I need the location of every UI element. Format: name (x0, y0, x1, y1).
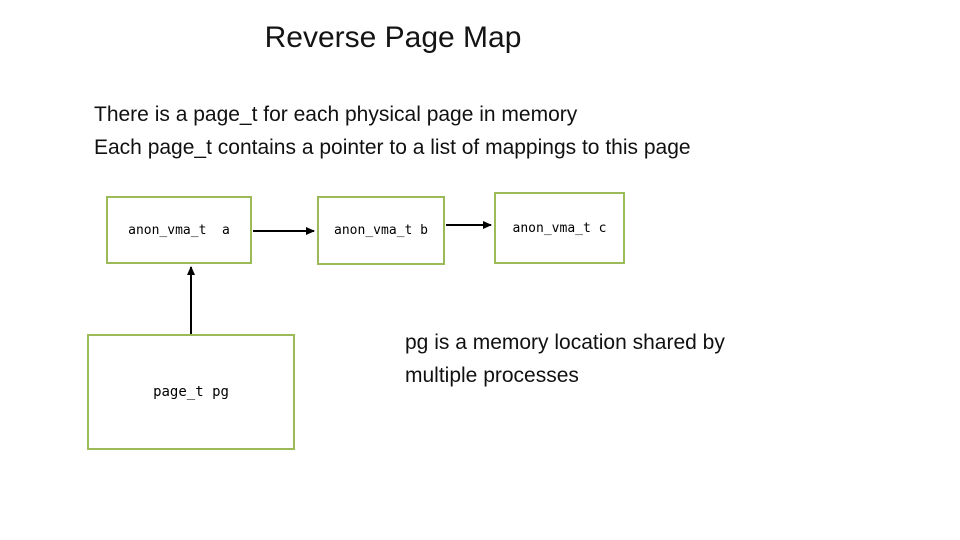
body-text-line-2: Each page_t contains a pointer to a list… (94, 136, 691, 159)
note-text-line-1: pg is a memory location shared by (405, 331, 725, 354)
node-anon-vma-c: anon_vma_t c (494, 192, 625, 264)
note-text-block: pg is a memory location shared by multip… (405, 326, 725, 392)
node-anon-vma-b: anon_vma_t b (317, 196, 445, 265)
note-text-line-2: multiple processes (405, 364, 579, 387)
node-anon-vma-a-label: anon_vma_t a (128, 222, 230, 238)
node-anon-vma-c-label: anon_vma_t c (512, 220, 607, 236)
node-page-t-pg-label: page_t pg (153, 384, 229, 400)
node-page-t-pg: page_t pg (87, 334, 295, 450)
body-text-block: There is a page_t for each physical page… (94, 98, 691, 164)
body-text-line-1: There is a page_t for each physical page… (94, 103, 578, 126)
node-anon-vma-b-label: anon_vma_t b (334, 223, 428, 238)
slide-title: Reverse Page Map (264, 21, 522, 54)
node-anon-vma-a: anon_vma_t a (106, 196, 252, 264)
